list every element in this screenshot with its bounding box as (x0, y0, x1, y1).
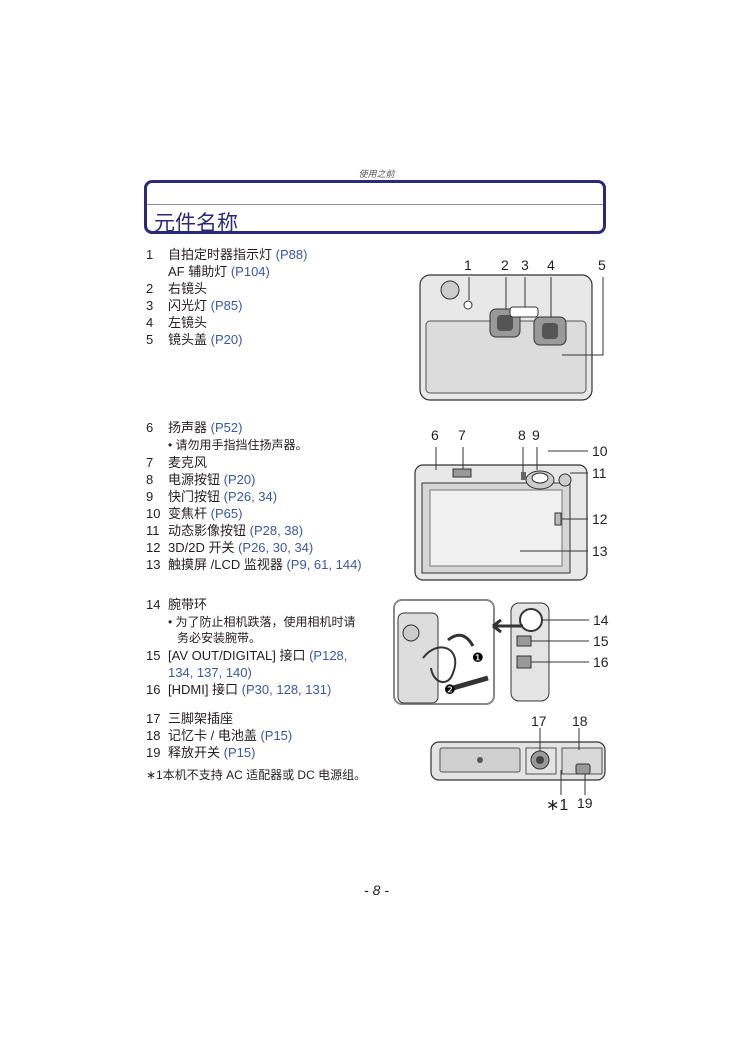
callout-label: 1 (464, 257, 472, 273)
page-ref-link[interactable]: (P65) (210, 506, 243, 521)
callout-label: 15 (593, 633, 609, 649)
strap-and-side-illustration: ❶ ❷ 14 15 16 (393, 599, 609, 705)
page-ref-link[interactable]: (P15) (223, 745, 256, 760)
footnote: ∗1本机不支持 AC 适配器或 DC 电源组。 (146, 768, 367, 782)
callout-label: ∗1 (546, 797, 568, 814)
page-ref-link[interactable]: (P26, 34) (223, 489, 278, 504)
title-box: 元件名称 (144, 180, 606, 235)
camera-bottom-illustration: 17 18 ∗1 19 (430, 713, 606, 814)
parts-list-bottom: 17 三脚架插座 18 记忆卡 / 电池盖 (P15) 19 释放开关 (P15… (146, 711, 367, 782)
parts-list-top: 6 扬声器 (P52) • 请勿用手指挡住扬声器。 7 麦克风 8 电源按钮 (… (146, 420, 362, 572)
callout-label: 13 (592, 543, 608, 559)
callout-label: 5 (598, 257, 606, 273)
callout-label: 2 (501, 257, 509, 273)
note-text: • 为了防止相机跌落，使用相机时请 (168, 615, 356, 629)
callout-label: 7 (458, 427, 466, 443)
page-ref-link[interactable]: (P15) (260, 728, 293, 743)
page-ref-link[interactable]: (P20) (223, 472, 256, 487)
camera-back-illustration: 6 7 8 9 10 11 12 13 (414, 427, 608, 581)
page-number: - 8 - (364, 882, 389, 898)
page-ref-link[interactable]: (P30, 128, 131) (241, 682, 332, 697)
callout-label: 16 (593, 654, 609, 670)
callout-label: 12 (592, 511, 608, 527)
callout-label: 6 (431, 427, 439, 443)
callout-label: 8 (518, 427, 526, 443)
callout-label: 9 (532, 427, 540, 443)
page-ref-link[interactable]: (P52) (210, 420, 243, 435)
callout-label: 17 (531, 713, 547, 729)
callout-label: 19 (577, 795, 593, 811)
step-number: ❷ (444, 682, 456, 697)
page-ref-link[interactable]: (P85) (210, 298, 243, 313)
note-text: • 请勿用手指挡住扬声器。 (168, 438, 308, 452)
callout-label: 3 (521, 257, 529, 273)
page-ref-link[interactable]: (P28, 38) (249, 523, 304, 538)
callout-label: 11 (592, 465, 607, 481)
page-ref-link[interactable]: (P104) (230, 264, 270, 279)
callout-label: 14 (593, 612, 609, 628)
section-header: 使用之前 (358, 170, 395, 180)
page-ref-link[interactable]: (P20) (210, 332, 243, 347)
page-ref-link[interactable]: (P26, 30, 34) (238, 540, 314, 555)
callout-label: 10 (592, 443, 608, 459)
note-text: 务必安装腕带。 (177, 631, 262, 645)
callout-label: 18 (572, 713, 588, 729)
camera-front-illustration: 1 2 3 4 5 (419, 257, 606, 401)
step-number: ❶ (472, 650, 484, 665)
page-ref-link[interactable]: 134, 137, 140) (168, 665, 252, 680)
page-ref-link[interactable]: (P128, (309, 648, 348, 663)
parts-list-front: 1 自拍定时器指示灯 (P88) AF 辅助灯 (P104) 2 右镜头 3 闪… (146, 247, 308, 347)
page-title: 元件名称 (154, 211, 238, 235)
title-divider (147, 204, 603, 205)
page-ref-link[interactable]: (P9, 61, 144) (286, 557, 362, 572)
page-ref-link[interactable]: (P88) (275, 247, 308, 262)
parts-list-side: 14 腕带环 • 为了防止相机跌落，使用相机时请 务必安装腕带。 15 [AV … (146, 597, 356, 697)
callout-label: 4 (547, 257, 555, 273)
